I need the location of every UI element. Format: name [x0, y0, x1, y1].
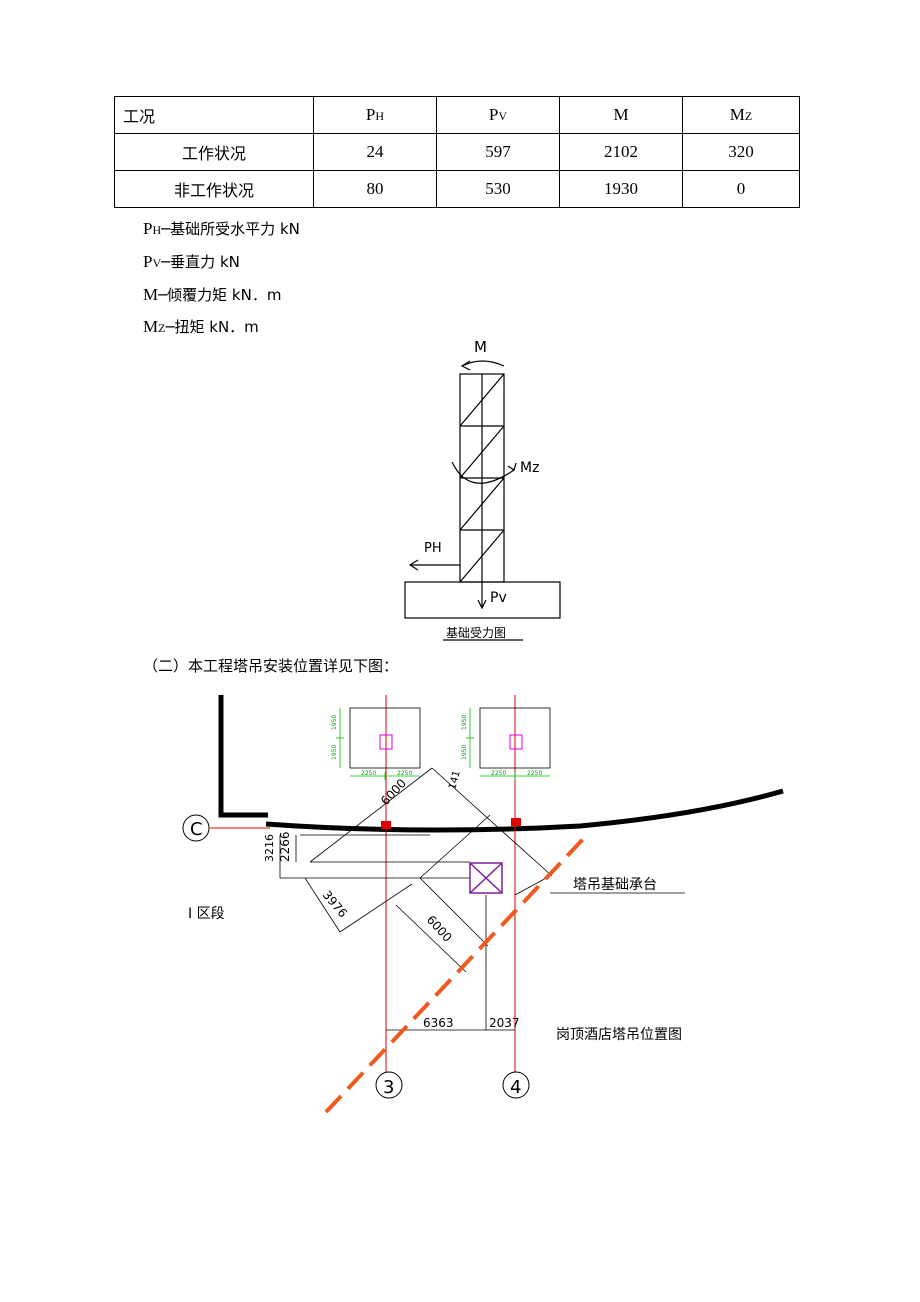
- symbol-notes: PH─基础所受水平力 kN PV─垂直力 kN M─倾覆力矩 kN．m MZ─扭…: [143, 213, 300, 344]
- table-row: 工作状况 24 597 2102 320: [114, 133, 800, 171]
- axis-label-c: C: [190, 819, 203, 840]
- small-dim: 2250: [397, 770, 412, 777]
- crane-base-label: 塔吊基础承台: [573, 876, 657, 893]
- dim-label: 2266: [278, 831, 292, 862]
- boundary-dashed-line: [324, 836, 586, 1114]
- column-marker: [511, 818, 521, 826]
- dim-label: 3216: [263, 834, 276, 862]
- dim-label: 6000: [378, 776, 409, 808]
- zone-label: I 区段: [188, 906, 225, 922]
- column-section: [509, 734, 523, 750]
- dim-label: 6000: [424, 913, 455, 945]
- label-pv: Pv: [490, 590, 507, 606]
- axis-label-3: 3: [383, 1077, 394, 1098]
- axis-bubble-4: [502, 1071, 530, 1099]
- table-row: 非工作状况 80 530 1930 0: [114, 170, 800, 208]
- small-dim: 1950: [461, 715, 468, 730]
- column-detail-box: [479, 707, 551, 769]
- axis-bubble-3: [375, 1071, 403, 1099]
- cell-mz: 0: [682, 170, 800, 208]
- small-dim: 1950: [331, 745, 338, 760]
- note-line: PH─基础所受水平力 kN: [143, 219, 300, 238]
- header-pv: PV: [436, 96, 560, 134]
- note-line: MZ─扭矩 kN．m: [143, 317, 259, 336]
- column-section: [379, 734, 393, 750]
- header-condition: 工况: [114, 96, 314, 134]
- wall-outline: [218, 695, 268, 818]
- note-line: M─倾覆力矩 kN．m: [143, 285, 282, 304]
- note-line: PV─垂直力 kN: [143, 252, 240, 271]
- diagram-caption: 基础受力图: [446, 626, 506, 640]
- plan-title: 岗顶酒店塔吊位置图: [556, 1027, 682, 1043]
- header-ph: PH: [313, 96, 437, 134]
- dim-label: 3976: [320, 888, 350, 920]
- label-ph: PH: [424, 541, 442, 556]
- dim-label: 6363: [423, 1016, 454, 1030]
- axis-label-4: 4: [510, 1077, 521, 1098]
- column-detail-box: [349, 707, 421, 769]
- axis-bubble-c: [182, 814, 210, 842]
- dim-label: 141: [447, 769, 463, 790]
- small-dim: 2250: [361, 770, 376, 777]
- crane-base: [469, 862, 503, 894]
- small-dim: 2250: [527, 770, 542, 777]
- torque-arrow: [451, 461, 515, 484]
- load-table: 工况 PH PV M MZ 工作状况 24 597 2102 320 非工作状况…: [114, 96, 800, 208]
- small-dim: 2250: [491, 770, 506, 777]
- column-marker: [381, 821, 391, 829]
- cell-pv: 530: [436, 170, 560, 208]
- dim-label: 2037: [489, 1016, 520, 1030]
- building-edge-curve: [265, 788, 784, 833]
- label-mz: Mz: [520, 460, 539, 476]
- label-m: M: [474, 338, 487, 356]
- cell-mz: 320: [682, 133, 800, 171]
- small-dim: 1950: [331, 715, 338, 730]
- row-label: 非工作状况: [114, 170, 314, 208]
- small-dim: 1950: [461, 745, 468, 760]
- section-title: （二）本工程塔吊安装位置详见下图：: [143, 657, 399, 675]
- cell-ph: 24: [313, 133, 437, 171]
